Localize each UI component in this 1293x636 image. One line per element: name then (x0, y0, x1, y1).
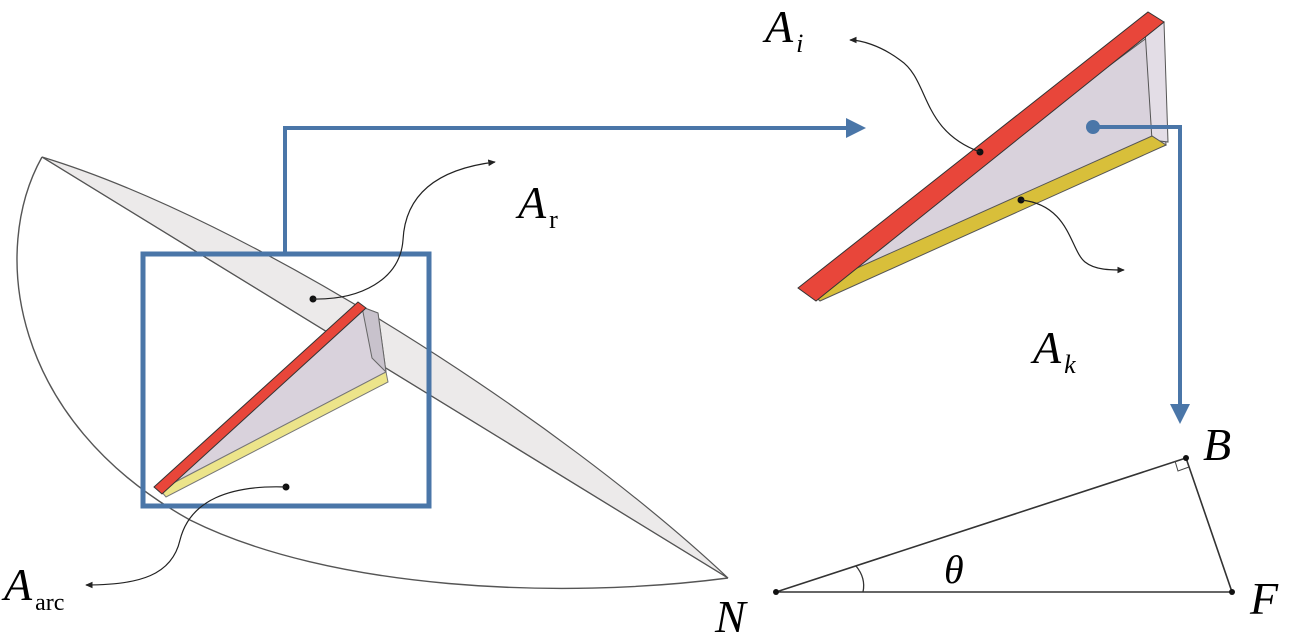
angle-theta-arc (855, 565, 865, 593)
arc-outline (16, 156, 729, 590)
label-angle-theta: θ (944, 547, 964, 592)
a-k-leader (1020, 199, 1125, 274)
centroid-connector-arrow (1093, 125, 1190, 424)
label-a-r-sub: r (549, 205, 558, 234)
label-point-b: B (1203, 419, 1231, 470)
leader-lines (85, 36, 1125, 589)
label-a-arc-main: A (1, 559, 33, 610)
a-arc-leader (85, 486, 287, 589)
small-wedge-yellow-face (159, 371, 389, 498)
label-a-i-sub: i (796, 29, 803, 58)
a-r-leader (312, 159, 496, 300)
label-a-i-main: A (762, 1, 794, 52)
label-a-r-main: A (515, 177, 547, 228)
point-b-dot (1183, 455, 1189, 461)
label-a-k-main: A (1030, 322, 1062, 373)
label-point-n: N (714, 591, 748, 636)
right-angle-mark (1174, 460, 1190, 472)
point-n-dot (773, 589, 779, 595)
small-wedge-red-face (153, 301, 367, 495)
label-a-k-sub: k (1064, 350, 1076, 379)
label-point-f: F (1249, 573, 1279, 624)
enlarged-wedge (797, 11, 1169, 302)
right-triangle (773, 455, 1235, 595)
zoom-connector-arrow (283, 118, 866, 254)
triangle-nbf (775, 456, 1234, 593)
a-i-leader (849, 36, 981, 153)
label-a-arc-sub: arc (35, 590, 64, 616)
small-wedge (153, 301, 389, 498)
wedge-red-face (797, 11, 1165, 302)
point-f-dot (1229, 589, 1235, 595)
